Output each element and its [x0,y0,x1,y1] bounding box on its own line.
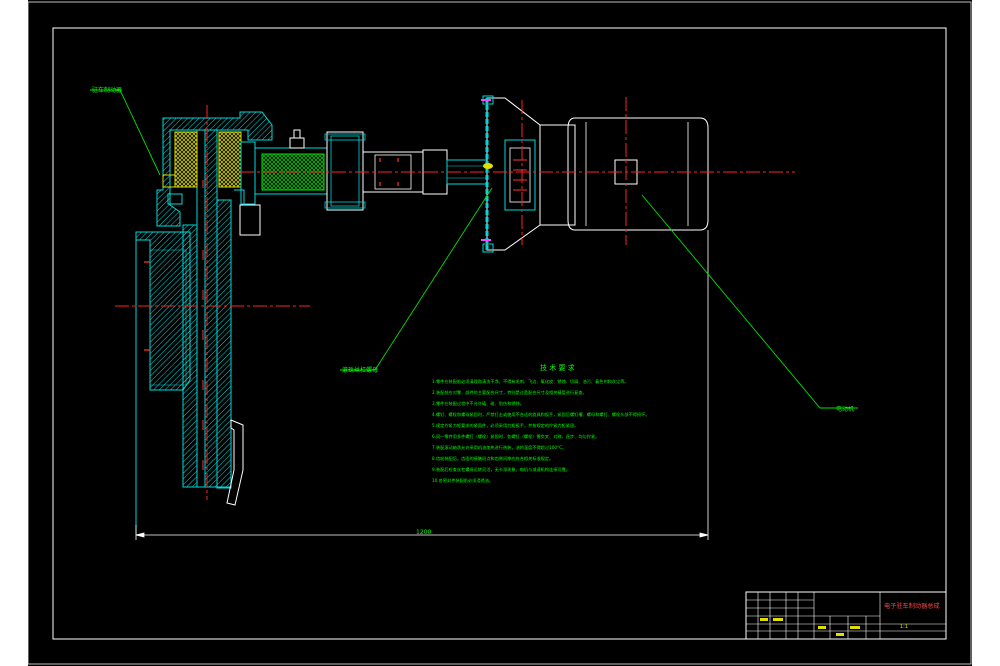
brake-assembly [135,111,273,535]
center-lines [115,97,795,500]
tech-req-item: 3.零件在装配过程中不允许磕、碰、划伤和锈蚀。 [432,400,524,407]
ball-screw-assembly [254,129,488,211]
technical-requirements: 技 术 要 求 1.零件在装配前必须清理和清洗干净，不得有毛刺、飞边、氧化皮、锈… [432,363,650,484]
title-block: 1:1 电子驻车制动器总成 [745,591,947,640]
leader-lines [90,89,858,409]
motor-assembly [481,95,709,253]
tech-req-heading: 技 术 要 求 [540,363,575,372]
tech-req-item: 8.齿轮装配后，齿面的接触斑点和齿侧间隙应符合相关标准规定。 [432,455,553,462]
cad-drawing: 驻车制动器 滚珠丝杠螺母 电动机 1200 技 术 要 求 1.零件在装配前必须… [28,1,972,665]
tech-req-item: 5.规定拧紧力矩要求的紧固件，必须采用力矩扳手，并按规定的拧紧力矩紧固。 [432,422,578,429]
tech-req-item: 4.螺钉、螺栓和螺母紧固时，严禁打击或使用不合适的旋具和扳手，紧固后螺钉槽、螺母… [432,411,650,418]
tech-req-item: 2.装配前应对零、部件的主要配合尺寸，特别是过盈配合尺寸及相关精度进行复查。 [432,389,587,396]
tech-req-item: 7.装配滚动轴承允许采用机油加热进行热装，油的温度不得超过100°C。 [432,444,566,451]
sheet-outer-border [28,1,972,665]
tech-req-item: 10.各密封件装配前必须浸透油。 [432,477,493,484]
tech-req-item: 6.同一零件用多件螺钉（螺栓）紧固时，各螺钉（螺栓）需交叉、对称、逐步、均匀拧紧… [432,433,599,440]
callout-motor: 电动机 [836,405,854,413]
callout-ball-screw: 滚珠丝杠螺母 [342,366,378,374]
overall-dimension-text: 1200 [416,529,431,536]
callout-parking-brake: 驻车制动器 [92,86,122,94]
title-block-drawing-name: 电子驻车制动器总成 [884,602,940,610]
drawing-sheet: 驻车制动器 滚珠丝杠螺母 电动机 1200 技 术 要 求 1.零件在装配前必须… [28,0,972,666]
tech-req-item: 1.零件在装配前必须清理和清洗干净，不得有毛刺、飞边、氧化皮、锈蚀、切屑、油污、… [432,378,629,385]
dimension-lines [135,230,709,540]
sheet-inner-border [52,27,947,640]
tech-req-item: 9.装配后检查丝杠螺母运转灵活，无卡滞现象，电机与减速机构连接可靠。 [432,466,570,473]
title-block-scale: 1:1 [900,624,908,630]
